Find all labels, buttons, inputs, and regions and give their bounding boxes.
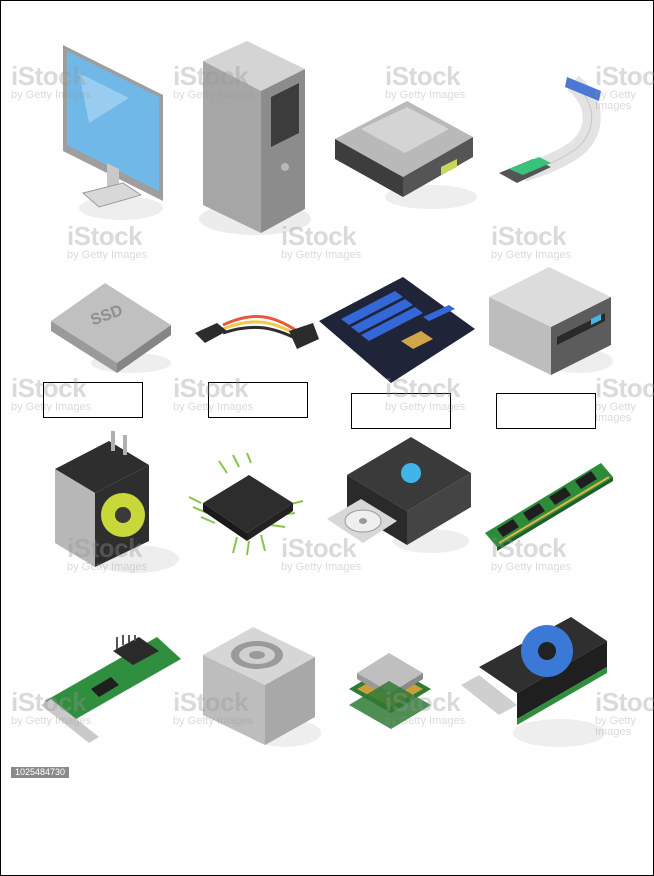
watermark-brand: iStock — [67, 221, 143, 251]
monitor-icon — [59, 43, 169, 223]
hard-drive-icon — [331, 93, 479, 211]
answer-box-2[interactable] — [208, 382, 308, 418]
watermark-byline: by Getty Images — [491, 561, 572, 573]
graphics-card-icon — [459, 615, 609, 751]
answer-box-1[interactable] — [43, 382, 143, 418]
motherboard-icon — [317, 273, 477, 385]
watermark-byline: by Getty Images — [595, 401, 636, 424]
power-cable-icon — [193, 305, 323, 363]
card-reader-icon — [487, 263, 615, 377]
tower-case-icon — [181, 37, 313, 237]
watermark-byline: by Getty Images — [281, 561, 362, 573]
watermark-byline: by Getty Images — [281, 249, 362, 261]
watermark-brand: iStock — [385, 61, 461, 91]
watermark-brand: iStock — [595, 373, 654, 403]
cpu-cooler-icon — [51, 425, 183, 581]
ram-module-icon — [483, 455, 615, 551]
watermark-brand: iStock — [491, 221, 567, 251]
ribbon-cable-icon — [495, 73, 613, 203]
watermark-byline: by Getty Images — [491, 249, 572, 261]
answer-box-3[interactable] — [351, 393, 451, 429]
answer-box-4[interactable] — [496, 393, 596, 429]
watermark-byline: by Getty Images — [67, 249, 148, 261]
stock-id-badge: 1025484730 — [11, 767, 69, 778]
ssd-icon: SSD — [47, 279, 175, 377]
expansion-card-icon — [41, 635, 185, 745]
power-supply-icon — [197, 617, 323, 749]
optical-drive-icon — [325, 433, 473, 557]
processor-icon — [347, 643, 433, 735]
chip-icon — [187, 453, 311, 557]
